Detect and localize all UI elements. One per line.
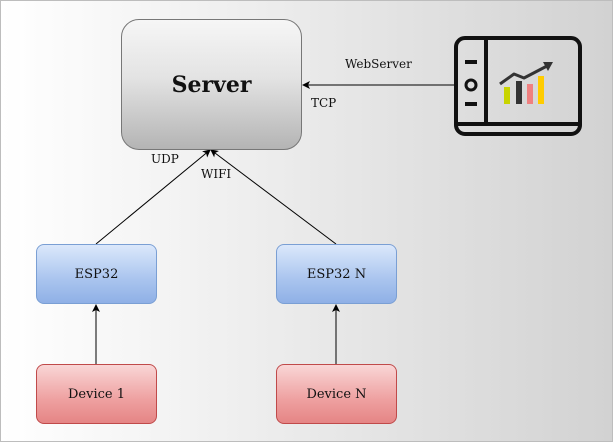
chart-bar-4 [538, 76, 544, 104]
chart-bar-2 [516, 81, 522, 104]
server-node: Server [121, 19, 302, 150]
esp32-n-node: ESP32 N [276, 244, 397, 304]
webserver-label: WebServer [345, 57, 412, 71]
esp32-label: ESP32 [74, 266, 119, 282]
server-label: Server [171, 71, 252, 98]
device-1-label: Device 1 [68, 386, 125, 402]
esp32-node: ESP32 [36, 244, 157, 304]
device-1-node: Device 1 [36, 364, 157, 424]
device-n-label: Device N [306, 386, 367, 402]
device-n-node: Device N [276, 364, 397, 424]
edge-espn-server [210, 149, 337, 245]
wifi-label: WIFI [201, 167, 232, 181]
esp32-n-label: ESP32 N [306, 266, 367, 282]
edge-esp1-server [95, 149, 211, 245]
chart-bar-3 [527, 84, 533, 104]
udp-label: UDP [151, 152, 179, 166]
dashboard-chart-icon [454, 36, 582, 136]
chart-bar-1 [504, 87, 510, 104]
tcp-label: TCP [311, 96, 337, 110]
